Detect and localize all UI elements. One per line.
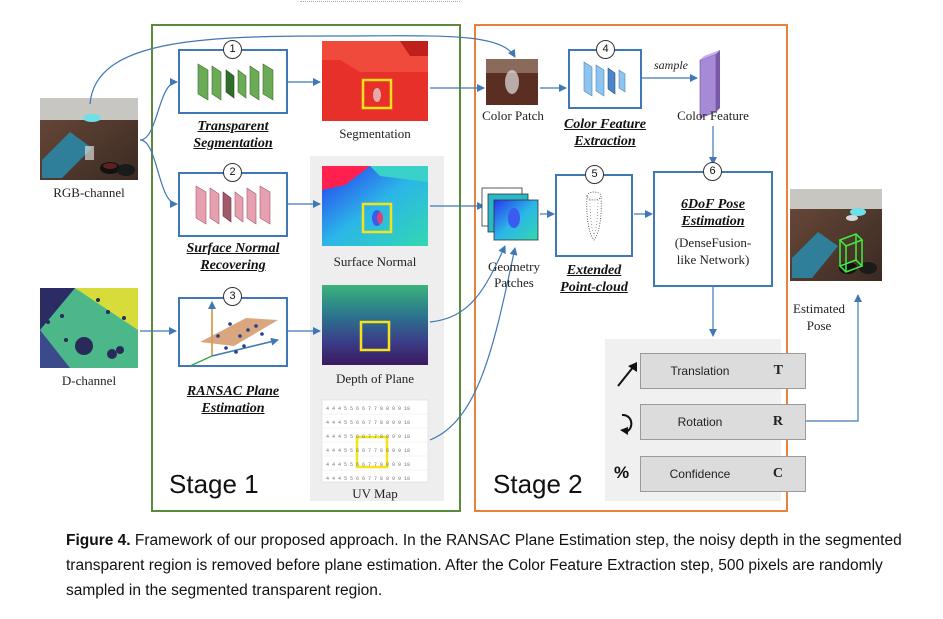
d-channel-label: D-channel <box>61 373 117 388</box>
figure-caption: Figure 4. Framework of our proposed appr… <box>66 528 906 603</box>
geometry-patches-line2: Patches <box>494 275 534 290</box>
confidence-symbol: C <box>772 466 783 481</box>
step6-label-line2: Estimation <box>681 214 745 229</box>
uv-row: 4 4 4 5 5 6 6 7 7 8 8 9 9 10 <box>326 420 411 426</box>
confidence-box: Confidence C <box>640 456 806 492</box>
stage2-frame <box>474 24 788 512</box>
step2-box <box>178 172 288 237</box>
step6-label: 6DoF Pose Estimation <box>656 196 770 230</box>
translation-symbol: T <box>773 363 783 378</box>
caption-text: Framework of our proposed approach. In t… <box>66 532 902 599</box>
translation-label: Translation <box>670 364 730 378</box>
uv-row: 4 4 4 5 5 6 6 7 7 8 8 9 9 10 <box>326 462 411 468</box>
step-number-6: 6 <box>703 162 722 181</box>
uv-map-digits: 4 4 4 5 5 6 6 7 7 8 8 9 9 10 4 4 4 5 5 6… <box>326 402 426 486</box>
uv-row: 4 4 4 5 5 6 6 7 7 8 8 9 9 10 <box>326 434 411 440</box>
step5-box <box>555 174 633 257</box>
uv-map-label: UV Map <box>352 486 398 501</box>
step-number-1: 1 <box>223 40 242 59</box>
percent-icon: % <box>614 463 630 482</box>
estimated-pose-label: Estimated Pose <box>784 300 854 334</box>
point-cloud-icon <box>586 191 602 241</box>
step-number-3: 3 <box>223 287 242 306</box>
estimated-pose-line2: Pose <box>806 318 832 333</box>
depth-image <box>40 288 138 368</box>
step6-box <box>653 171 773 287</box>
geometry-patches-image <box>481 187 539 241</box>
step3-label-line2: Estimation <box>201 401 265 416</box>
step5-label: Extended Point-cloud <box>544 262 644 296</box>
rotation-symbol: R <box>772 414 783 429</box>
surface-normal-label: Surface Normal <box>333 254 417 269</box>
color-feature-icon <box>699 50 720 119</box>
step6-sublabel: (DenseFusion- like Network) <box>656 234 770 268</box>
segmentation-map <box>322 41 428 121</box>
step2-network-icon <box>195 185 271 225</box>
stage2-label: Stage 2 <box>493 469 583 499</box>
figure-label: Figure 4. <box>66 532 131 549</box>
step6-sublabel-line1: (DenseFusion- <box>674 235 752 250</box>
step4-label: Color Feature Extraction <box>553 116 657 150</box>
rgb-channel-label: RGB-channel <box>53 185 125 200</box>
step2-label-line2: Recovering <box>200 258 266 273</box>
translation-box: Translation T <box>640 353 806 389</box>
step5-label-line2: Point-cloud <box>560 280 628 295</box>
step5-label-line1: Extended <box>566 263 622 278</box>
step3-label: RANSAC Plane Estimation <box>166 383 300 417</box>
arrow-diagonal-icon <box>617 362 637 387</box>
step-number-5: 5 <box>585 165 604 184</box>
step4-label-line2: Extraction <box>574 134 636 149</box>
rgb-image <box>40 98 138 180</box>
rotation-label: Rotation <box>677 415 723 429</box>
estimated-pose-line1: Estimated <box>793 301 845 316</box>
geometry-patches-label: Geometry Patches <box>474 259 554 291</box>
segmentation-label: Segmentation <box>339 126 411 141</box>
sample-label: sample <box>654 58 688 72</box>
ransac-plane-icon <box>189 301 279 367</box>
confidence-label: Confidence <box>669 467 731 481</box>
color-feature-label: Color Feature <box>677 108 749 123</box>
step1-network-icon <box>197 63 274 101</box>
uv-map <box>321 399 429 483</box>
step1-label: Transparent Segmentation <box>166 118 300 152</box>
uv-row: 4 4 4 5 5 6 6 7 7 8 8 9 9 10 <box>326 448 411 454</box>
step4-network-icon <box>583 61 626 97</box>
step2-label-line1: Surface Normal <box>186 241 280 256</box>
step6-label-line1: 6DoF Pose <box>681 197 745 212</box>
geometry-patches-line1: Geometry <box>488 259 540 274</box>
step-number-4: 4 <box>596 40 615 59</box>
depth-plane-map <box>322 285 428 365</box>
diagram-canvas <box>40 35 882 501</box>
stage1-label: Stage 1 <box>169 469 259 499</box>
step4-label-line1: Color Feature <box>563 117 647 132</box>
estimated-pose-image <box>790 189 882 281</box>
step6-sublabel-line2: like Network) <box>676 252 750 267</box>
depth-plane-label: Depth of Plane <box>336 371 414 386</box>
step2-label: Surface Normal Recovering <box>160 240 306 274</box>
cropped-header-text <box>200 0 500 5</box>
step-number-2: 2 <box>223 163 242 182</box>
rotation-box: Rotation R <box>640 404 806 440</box>
step3-label-line1: RANSAC Plane <box>186 384 280 399</box>
step1-label-line2: Segmentation <box>193 136 273 151</box>
uv-row: 4 4 4 5 5 6 6 7 7 8 8 9 9 10 <box>326 476 411 482</box>
color-patch-label: Color Patch <box>482 108 544 123</box>
uv-row: 4 4 4 5 5 6 6 7 7 8 8 9 9 10 <box>326 406 411 412</box>
step1-label-line1: Transparent <box>197 119 269 134</box>
stage1-frame <box>151 24 461 512</box>
surface-normal-map <box>322 166 428 246</box>
step4-box <box>568 49 642 109</box>
rotation-icon <box>620 414 633 435</box>
color-patch-image <box>486 59 538 105</box>
